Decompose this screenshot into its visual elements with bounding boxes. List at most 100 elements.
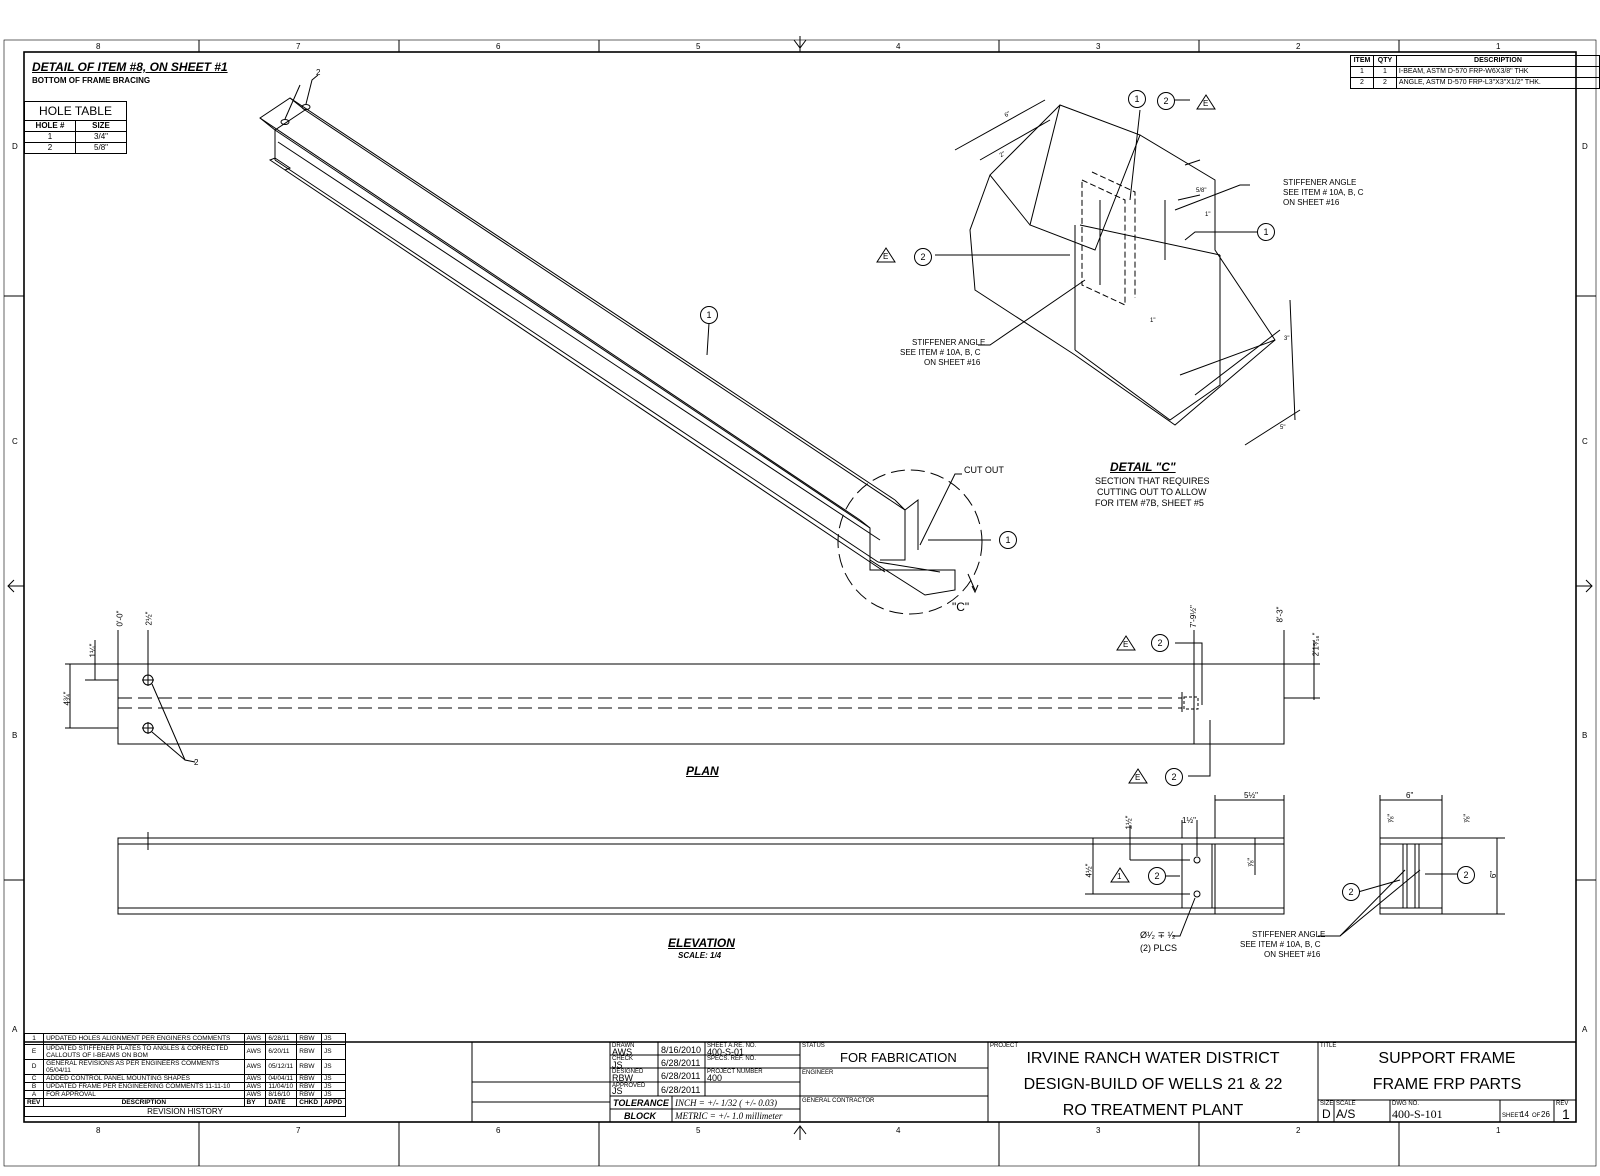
- metric-tolerance: METRIC = +/- 1.0 millimeter: [675, 1111, 783, 1121]
- sheet-total: 26: [1541, 1110, 1550, 1119]
- rev-appd: JS: [320, 1033, 347, 1045]
- plan-hole-callout: 2: [194, 758, 199, 767]
- rev-by: AWS: [243, 1090, 267, 1099]
- detail-c-callout-1: 1: [1128, 90, 1146, 108]
- designed-label: DESIGNED: [612, 1069, 644, 1075]
- sheet-number: 14: [1520, 1110, 1529, 1119]
- rev-by: AWS: [243, 1074, 267, 1083]
- rev-description: ADDED CONTROL PANEL MOUNTING SHAPES: [43, 1074, 245, 1083]
- triangle-tag-icon: [876, 247, 896, 263]
- rev-letter: 1: [23, 1033, 45, 1045]
- elev-hole-count: (2) PLCS: [1140, 943, 1178, 953]
- tag-letter: E: [883, 252, 889, 261]
- tolerance-label: TOLERANCE: [613, 1098, 669, 1108]
- rev-description: UPDATED HOLES ALIGNMENT PER ENGINERS COM…: [43, 1033, 245, 1045]
- rev-by: AWS: [243, 1044, 267, 1060]
- rev-appd: JS: [320, 1059, 347, 1075]
- rev-appd: JS: [320, 1074, 347, 1083]
- hole-number: 2: [24, 142, 76, 154]
- approved-label: APPROVED: [612, 1083, 646, 1089]
- rev-by: AWS: [243, 1033, 267, 1045]
- rev-value: 1: [1562, 1106, 1570, 1122]
- engineer-label: ENGINEER: [802, 1070, 834, 1076]
- elev-hole-note: Ø¹⁄₂ ∓ ¹⁄₂: [1140, 930, 1176, 940]
- drawn-by: AWS: [612, 1047, 633, 1057]
- bom-description: I-BEAM, ASTM D-570 FRP-W6X3/8" THK: [1395, 66, 1600, 78]
- cut-out-label: CUT OUT: [964, 465, 1004, 475]
- status-label: STATUS: [802, 1043, 825, 1049]
- checked-date: 6/28/2011: [661, 1058, 701, 1068]
- rev-appd: JS: [320, 1082, 347, 1091]
- stiffener-left-line-2: SEE ITEM # 10A, B, C: [900, 348, 981, 357]
- zone-1-bottom: 1: [1496, 1126, 1501, 1135]
- elev-dim-5-half: 5½": [1244, 791, 1258, 800]
- zone-3: 3: [1096, 42, 1101, 51]
- project-line-3: RO TREATMENT PLANT: [1062, 1102, 1244, 1119]
- end-dim-right: ⅞": [1462, 813, 1472, 824]
- approved-by: JS: [612, 1086, 623, 1096]
- rev-by: AWS: [243, 1082, 267, 1091]
- size-value: D: [1322, 1107, 1331, 1121]
- stiffener-left-line-1: STIFFENER ANGLE: [912, 338, 986, 347]
- rev-letter: A: [23, 1090, 45, 1099]
- end-callout-right: 2: [1457, 866, 1475, 884]
- project-number: 400: [707, 1073, 723, 1083]
- plan-tag-e-1: E: [1116, 635, 1136, 653]
- rev-chkd: RBW: [296, 1082, 322, 1091]
- hole-size: 3/4": [75, 131, 127, 143]
- project-line-1: IRVINE RANCH WATER DISTRICT: [1026, 1050, 1280, 1067]
- rev-description: UPDATED FRAME PER ENGINEERING COMMENTS 1…: [43, 1082, 245, 1091]
- hole-table-header-size: SIZE: [75, 120, 127, 132]
- triangle-tag-icon: [1196, 94, 1216, 110]
- rev-chkd: RBW: [296, 1044, 322, 1060]
- end-dim-height: 6": [1489, 870, 1499, 879]
- project-number-label: PROJECT NUMBER: [707, 1069, 763, 1075]
- zone-1: 1: [1496, 42, 1501, 51]
- bom-qty: 2: [1372, 77, 1397, 89]
- zone-6-bottom: 6: [496, 1126, 501, 1135]
- detail-c-title: DETAIL "C": [1110, 460, 1176, 474]
- plan-label: PLAN: [686, 764, 719, 778]
- rev-by: AWS: [243, 1059, 267, 1075]
- stiffener-right-line-1: STIFFENER ANGLE: [1283, 178, 1357, 187]
- zone-5-bottom: 5: [696, 1126, 701, 1135]
- hole-size: 5/8": [75, 142, 127, 154]
- elevation-label: ELEVATION: [668, 936, 735, 950]
- detail-c-tag: "C": [952, 600, 970, 614]
- tag-letter: E: [1123, 640, 1129, 649]
- tag-letter: 1: [1117, 872, 1122, 881]
- inch-tolerance: INCH = +/- 1/32 ( +/- 0.03): [675, 1098, 777, 1108]
- triangle-tag-icon: [1128, 768, 1148, 784]
- cut-callout-item-1: 1: [999, 531, 1017, 549]
- rev-header-chkd: CHKD: [296, 1098, 322, 1107]
- scale-value: A/S: [1336, 1107, 1356, 1121]
- designed-by: RBW: [612, 1073, 633, 1083]
- general-contractor-label: GENERAL CONTRACTOR: [802, 1098, 875, 1104]
- rev-date: 8/16/10: [265, 1090, 298, 1099]
- rev-header-appd: APPD: [320, 1098, 347, 1107]
- title-line-1: SUPPORT FRAME: [1378, 1050, 1516, 1067]
- elev-dim-1-half-a: 1½": [1182, 816, 1196, 825]
- hole-number: 1: [24, 131, 76, 143]
- zone-8: 8: [96, 42, 101, 51]
- dwg-number: 400-S-101: [1392, 1107, 1443, 1121]
- rev-letter: B: [23, 1082, 45, 1091]
- revision-history-title: REVISION HISTORY: [24, 1106, 346, 1117]
- plan-dim-zero: 0'-0": [115, 610, 125, 627]
- zone-a-right: A: [1582, 1025, 1588, 1034]
- rev-letter: E: [23, 1044, 45, 1060]
- title-line-2: FRAME FRP PARTS: [1372, 1076, 1522, 1093]
- bom-header-item: ITEM: [1350, 55, 1374, 67]
- iso-callout-item-1: 1: [700, 306, 718, 324]
- rev-chkd: RBW: [296, 1059, 322, 1075]
- zone-a: A: [12, 1025, 18, 1034]
- checked-by: JS: [612, 1060, 623, 1070]
- rev-header-description: DESCRIPTION: [43, 1098, 245, 1107]
- end-dim-width: 6": [1406, 791, 1414, 800]
- block-label: BLOCK: [624, 1111, 656, 1121]
